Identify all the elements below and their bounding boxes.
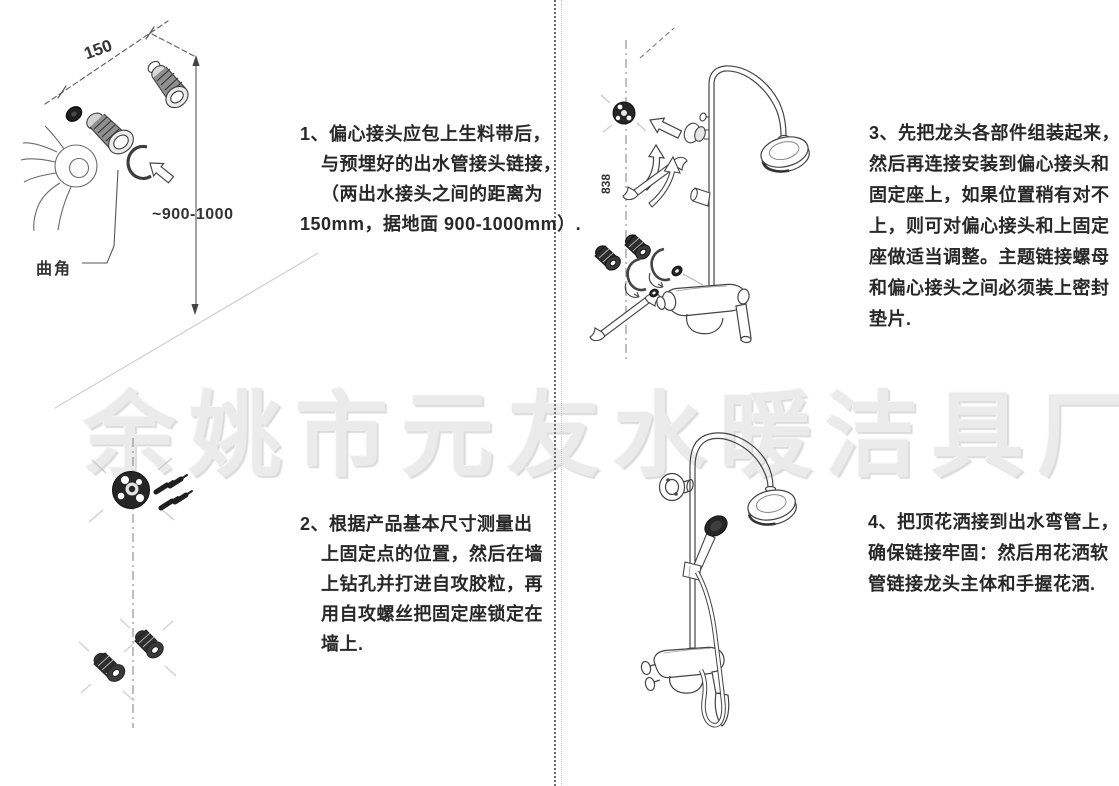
step2-line-1: 2、根据产品基本尺寸测量出 xyxy=(300,514,533,534)
hand-sketch xyxy=(20,125,98,232)
step1-line-1: 1、偏心接头应包上生料带后， xyxy=(300,124,552,144)
eccentric-joint-small-left xyxy=(78,641,135,702)
step4-line-3: 管链接龙头主体和手握花洒. xyxy=(868,574,1096,594)
step1-line-3: （两出水接头之间的距离为 xyxy=(321,184,543,204)
rubber-washer xyxy=(65,106,83,122)
step3-line-2: 然后再连接安装到偏心接头和 xyxy=(869,154,1110,174)
step1-line-4: 150mm，据地面 900-1000mm）. xyxy=(300,214,582,234)
step3-line-3: 固定座上，如果位置稍有对不 xyxy=(869,185,1110,205)
step2-line-3: 上钻孔并打进自攻胶粒，再 xyxy=(321,574,543,594)
arrowhead-up-icon xyxy=(192,55,200,66)
step1-line-2: 与预埋好的出水管接头链接， xyxy=(321,154,562,174)
step1-text: 1、偏心接头应包上生料带后， 与预埋好的出水管接头链接， （两出水接头之间的距离… xyxy=(300,119,581,239)
label-bend-angle: 曲角 xyxy=(36,261,73,278)
eccentric-joint-part-2 xyxy=(624,234,651,260)
step2-text: 2、根据产品基本尺寸测量出 上固定点的位置，然后在墙 上钻孔并打进自攻胶粒，再 … xyxy=(300,509,543,659)
shower-hose xyxy=(694,570,726,728)
riser-pipe xyxy=(708,65,790,289)
wall-flange xyxy=(658,472,694,502)
screws xyxy=(153,474,193,511)
step4-text: 4、把顶花洒接到出水弯管上， 确保链接牢固：然后用花洒软 管链接龙头主体和手握花… xyxy=(868,507,1119,600)
step3-line-5: 座做适当调整。主题链接螺母 xyxy=(869,247,1110,267)
wrench-icon xyxy=(589,288,661,342)
step2-diagram xyxy=(78,438,193,728)
pipe-flange-nut xyxy=(683,112,709,144)
step2-line-4: 用自攻螺丝把固定座锁定在 xyxy=(321,604,543,624)
direction-arrow-icon xyxy=(649,117,683,139)
step1-diagram xyxy=(20,20,319,409)
arrowhead-down-icon xyxy=(191,304,199,315)
o-ring xyxy=(671,265,704,286)
step3-text: 3、先把龙头各部件组装起来， 然后再连接安装到偏心接头和 固定座上，如果位置稍有… xyxy=(869,118,1119,335)
c-clip xyxy=(126,144,152,181)
step3-diagram xyxy=(589,27,810,360)
step2-line-2: 上固定点的位置，然后在墙 xyxy=(321,544,543,564)
dim-label-838: 838 xyxy=(599,173,613,195)
shower-head xyxy=(760,136,810,173)
eccentric-joint-small-right xyxy=(119,618,177,677)
step3-line-1: 3、先把龙头各部件组装起来， xyxy=(869,123,1119,143)
step3-line-4: 上，则可对偏心接头和上固定 xyxy=(869,216,1110,236)
wall-flange xyxy=(600,94,647,133)
bend-label-leader xyxy=(82,169,119,264)
faucet-body xyxy=(656,283,752,344)
step3-line-7: 垫片. xyxy=(869,309,912,329)
c-clip xyxy=(624,257,647,298)
faucet-handle xyxy=(735,303,752,341)
eccentric-joint-part-1 xyxy=(594,245,621,271)
wall-flange xyxy=(112,471,150,509)
eccentric-joint-upper xyxy=(147,60,189,109)
curved-arrow-icon xyxy=(648,155,681,208)
column-divider-shadow xyxy=(561,0,562,786)
step4-line-1: 4、把顶花洒接到出水弯管上， xyxy=(868,512,1119,532)
column-divider xyxy=(554,0,556,786)
step4-line-2: 确保链接牢固：然后用花洒软 xyxy=(868,543,1109,563)
riser-pipe xyxy=(689,432,777,650)
faucet-body xyxy=(640,646,730,727)
watermark-text: 余姚市元友水暖洁具厂 xyxy=(83,384,1119,488)
dim-label-height: ~900-1000 xyxy=(152,206,234,223)
c-clip xyxy=(648,247,671,288)
step2-line-5: 墙上. xyxy=(321,634,364,654)
shower-head xyxy=(747,489,797,526)
perspective-line xyxy=(54,252,319,409)
slider-bracket xyxy=(690,187,711,207)
hand-shower xyxy=(693,515,728,570)
direction-arrow-icon xyxy=(149,162,175,184)
step3-line-6: 和偏心接头之间必须装上密封 xyxy=(869,278,1110,298)
step4-diagram xyxy=(640,432,797,728)
eccentric-joint-lower xyxy=(86,112,134,155)
